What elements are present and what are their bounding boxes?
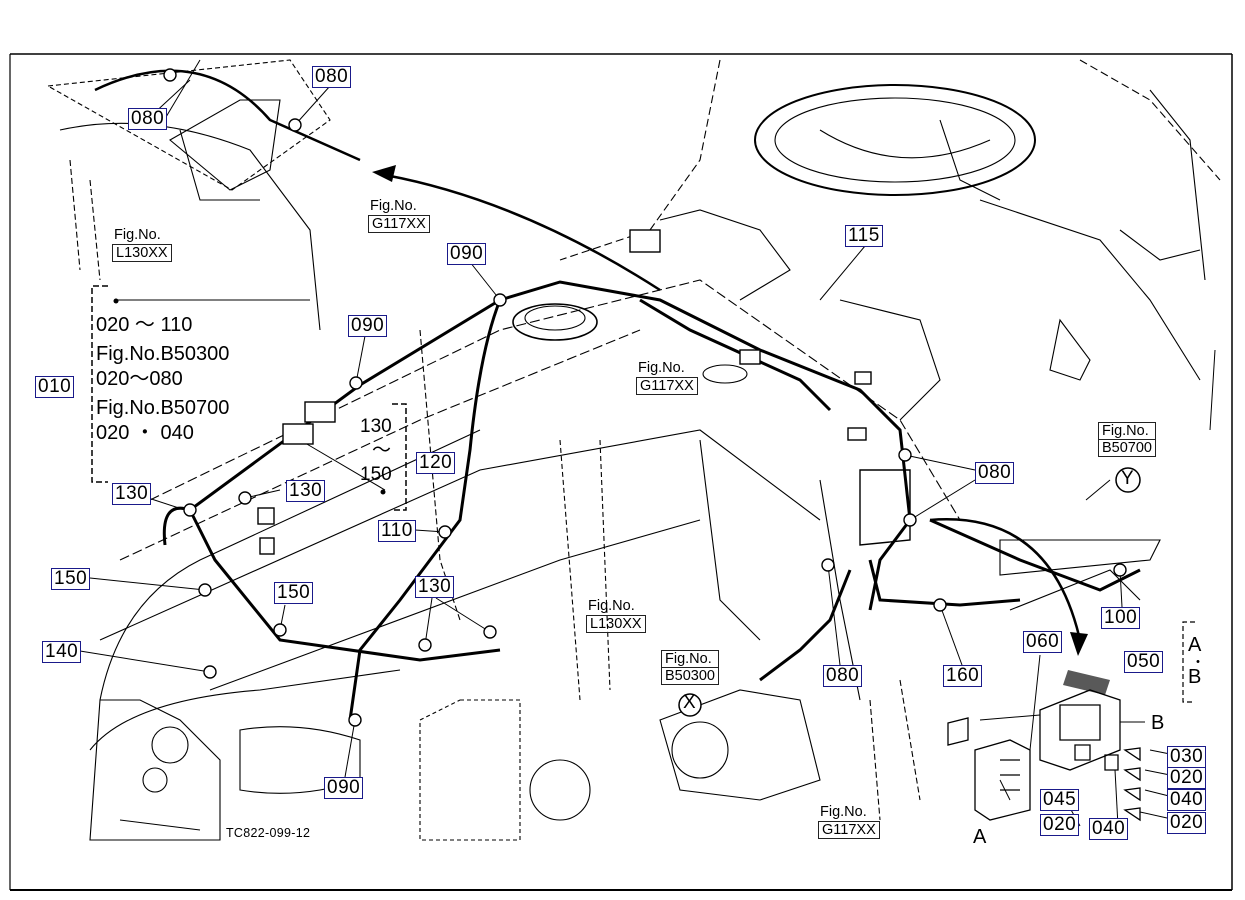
callout-130[interactable]: 130 [112,483,152,505]
callout-090[interactable]: 090 [324,777,364,799]
drawing-code: TC822-099-12 [226,826,311,840]
fig-ref-g117xx-mid[interactable]: Fig.No. G117XX [636,360,698,395]
callout-140[interactable]: 140 [42,641,82,663]
callout-130[interactable]: 130 [286,480,326,502]
legend-line: Fig.No.B50700 [96,397,230,419]
callout-150[interactable]: 150 [51,568,91,590]
callout-080[interactable]: 080 [975,462,1015,484]
legend-line: 020 ～ 110 [96,314,193,336]
fig-ref-number: L130XX [112,244,172,262]
fig-ref-title: Fig.No. [661,650,719,667]
view-marker-y: Y [1121,468,1134,489]
fig-ref-number: G117XX [636,377,698,395]
fig-ref-number: B50700 [1098,439,1156,457]
fig-ref-title: Fig.No. [588,598,635,614]
callout-100[interactable]: 100 [1101,607,1141,629]
legend-block: 020 ～ 110 Fig.No.B50300 020～080 Fig.No.B… [96,312,229,447]
connector-letter-a: A [973,826,987,848]
fig-ref-title: Fig.No. [1098,422,1156,439]
connector-letter-b: B [1151,712,1165,734]
callout-130[interactable]: 130 [415,576,455,598]
fig-ref-number: G117XX [818,821,880,839]
callout-150[interactable]: 150 [274,582,314,604]
callout-045[interactable]: 045 [1040,789,1080,811]
fig-ref-l130xx-mid[interactable]: Fig.No. L130XX [586,598,646,633]
fig-ref-title: Fig.No. [638,360,685,376]
legend-line: 020～080 [96,368,183,390]
callout-115[interactable]: 115 [845,225,883,247]
callout-010[interactable]: 010 [35,376,75,398]
legend-line: 020 ・ 040 [96,422,194,444]
fig-ref-b50700[interactable]: Fig.No. B50700 [1098,422,1156,457]
callout-030[interactable]: 030 [1167,746,1207,768]
callout-040[interactable]: 040 [1167,789,1207,811]
callout-160[interactable]: 160 [943,665,983,687]
callout-020[interactable]: 020 [1040,814,1080,836]
callout-090[interactable]: 090 [447,243,487,265]
callout-060[interactable]: 060 [1023,631,1063,653]
fig-ref-number: L130XX [586,615,646,633]
fig-ref-g117xx-top[interactable]: Fig.No. G117XX [368,198,430,233]
label-dot: ・ [1191,654,1205,670]
callout-110[interactable]: 110 [378,520,416,542]
callout-090[interactable]: 090 [348,315,388,337]
cross-marker: X [683,692,696,713]
callout-120[interactable]: 120 [416,452,456,474]
label-a: A [1188,634,1202,656]
fig-ref-b50300[interactable]: Fig.No. B50300 [661,650,719,685]
fig-ref-title: Fig.No. [114,227,161,243]
fig-ref-number: G117XX [368,215,430,233]
range-tilde: ～ [372,440,392,461]
fig-ref-l130xx-top[interactable]: Fig.No. L130XX [112,227,172,262]
range-to: 150 [360,464,392,485]
legend-line: Fig.No.B50300 [96,343,230,365]
callout-080[interactable]: 080 [312,66,352,88]
callout-080[interactable]: 080 [128,108,168,130]
fig-ref-g117xx-bottom[interactable]: Fig.No. G117XX [818,804,880,839]
range-from: 130 [360,416,392,437]
callout-020[interactable]: 020 [1167,767,1207,789]
callout-050[interactable]: 050 [1124,651,1164,673]
fig-ref-number: B50300 [661,667,719,685]
callout-040[interactable]: 040 [1089,818,1129,840]
label-b: B [1188,666,1202,688]
fig-ref-title: Fig.No. [370,198,417,214]
callout-020[interactable]: 020 [1167,812,1207,834]
callout-080[interactable]: 080 [823,665,863,687]
fig-ref-title: Fig.No. [820,804,867,820]
